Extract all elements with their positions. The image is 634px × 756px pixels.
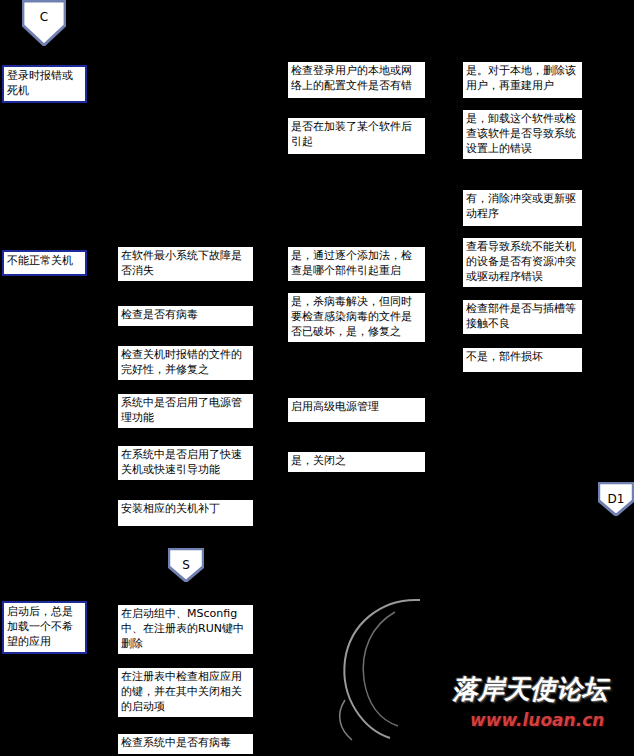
node-text: 启动后，总是加载一个不希望的应用: [7, 605, 82, 650]
node-text: 安装相应的关机补丁: [121, 502, 250, 517]
problem-box: 启动后，总是加载一个不希望的应用: [2, 601, 87, 654]
node-text: 检查部件是否与插槽等接触不良: [466, 302, 579, 332]
process-box: 检查系统中是否有病毒: [118, 734, 253, 754]
node-text: 是否在加装了某个软件后引起: [291, 120, 422, 150]
process-box: 在注册表中检查相应应用的键，并在其中关闭相关的启动项: [118, 668, 253, 717]
node-text: 在启动组中、MSconfig中、在注册表的RUN键中删除: [121, 607, 250, 652]
swirl-stroke: [344, 600, 420, 738]
process-box: 在系统中是否启用了快速关机或快速引导功能: [118, 446, 253, 480]
node-text: 检查关机时报错的文件的完好性，并修复之: [121, 348, 250, 378]
process-box: 检查部件是否与插槽等接触不良: [463, 300, 582, 334]
process-box: 是，通过逐个添加法，检查是哪个部件引起重启: [288, 247, 425, 281]
node-text: 有，消除冲突或更新驱动程序: [466, 192, 579, 222]
process-box: 检查登录用户的本地或网络上的配置文件是否有错: [288, 62, 425, 98]
node-text: 在软件最小系统下故障是否消失: [121, 249, 250, 279]
pentagon-shape: [599, 483, 634, 516]
node-text: S: [168, 548, 204, 573]
node-text: 是，通过逐个添加法，检查是哪个部件引起重启: [291, 249, 422, 279]
process-box: 是，关闭之: [288, 452, 425, 472]
problem-box: 不能正常关机: [2, 250, 87, 276]
node-text: 不是，部件损坏: [466, 350, 579, 365]
offpage-connector: C: [22, 0, 66, 46]
node-text: 检查系统中是否有病毒: [121, 736, 250, 751]
process-box: 在启动组中、MSconfig中、在注册表的RUN键中删除: [118, 605, 253, 654]
process-box: 是，卸载这个软件或检查该软件是否导致系统设置上的错误: [463, 110, 582, 159]
process-box: 启用高级电源管理: [288, 398, 425, 422]
process-box: 是，杀病毒解决，但同时要检查感染病毒的文件是否已破坏，是，修复之: [288, 293, 425, 342]
offpage-connector: D1: [598, 482, 634, 516]
swirl-stroke: [340, 700, 352, 740]
node-text: 在注册表中检查相应应用的键，并在其中关闭相关的启动项: [121, 670, 250, 715]
process-box: 不是，部件损坏: [463, 348, 582, 372]
process-box: 查看导致系统不能关机的设备是否有资源冲突或驱动程序错误: [463, 238, 582, 287]
process-box: 有，消除冲突或更新驱动程序: [463, 190, 582, 226]
node-text: 不能正常关机: [7, 254, 82, 269]
node-text: 是，卸载这个软件或检查该软件是否导致系统设置上的错误: [466, 112, 579, 157]
problem-box: 登录时报错或死机: [2, 65, 87, 103]
process-box: 检查关机时报错的文件的完好性，并修复之: [118, 346, 253, 380]
pentagon-shape: [23, 1, 65, 45]
node-text: 系统中是否启用了电源管理功能: [121, 396, 250, 426]
node-text: 是，杀病毒解决，但同时要检查感染病毒的文件是否已破坏，是，修复之: [291, 295, 422, 340]
node-text: D1: [598, 482, 634, 507]
node-text: 启用高级电源管理: [291, 400, 422, 415]
node-text: C: [22, 0, 66, 25]
node-text: 在系统中是否启用了快速关机或快速引导功能: [121, 448, 250, 478]
process-box: 检查是否有病毒: [118, 306, 253, 326]
process-box: 系统中是否启用了电源管理功能: [118, 394, 253, 428]
process-box: 安装相应的关机补丁: [118, 500, 253, 526]
node-text: 登录时报错或死机: [7, 69, 82, 99]
watermark-text: 落岸天使论坛: [452, 672, 608, 707]
offpage-connector: S: [168, 548, 204, 582]
process-box: 是。对于本地，删除该用户，再重建用户: [463, 62, 582, 98]
process-box: 是否在加装了某个软件后引起: [288, 118, 425, 154]
watermark-text: www.luoan.cn: [470, 710, 604, 730]
process-box: 在软件最小系统下故障是否消失: [118, 247, 253, 281]
node-text: 检查是否有病毒: [121, 308, 250, 323]
node-text: 检查登录用户的本地或网络上的配置文件是否有错: [291, 64, 422, 94]
swirl-stroke: [363, 612, 398, 726]
node-text: 查看导致系统不能关机的设备是否有资源冲突或驱动程序错误: [466, 240, 579, 285]
node-text: 是，关闭之: [291, 454, 422, 469]
pentagon-shape: [169, 549, 204, 582]
node-text: 是。对于本地，删除该用户，再重建用户: [466, 64, 579, 94]
